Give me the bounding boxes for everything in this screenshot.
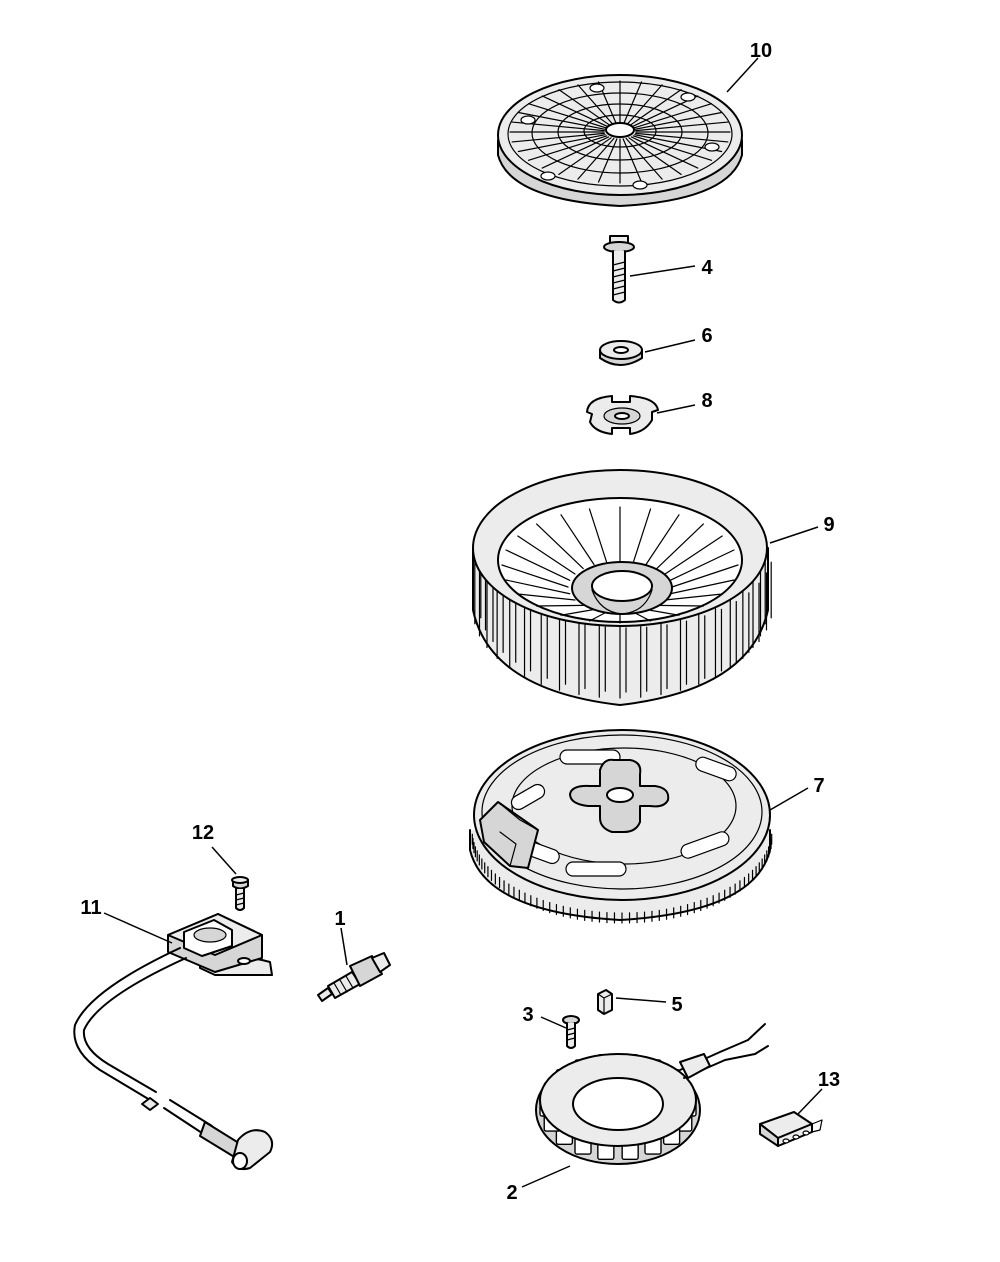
- part-7-flywheel-ring-gear[interactable]: [469, 729, 773, 924]
- leader-4: [629, 265, 696, 277]
- leader-10: [726, 57, 759, 93]
- callout-11: 11: [80, 897, 101, 919]
- callout-7: 7: [813, 775, 824, 797]
- part-4-flange-bolt[interactable]: [603, 235, 635, 304]
- callout-9: 9: [823, 514, 834, 536]
- leader-13: [797, 1088, 823, 1115]
- callout-13: 13: [818, 1069, 840, 1091]
- part-11-ignition-module[interactable]: [73, 913, 274, 1171]
- callout-4: 4: [701, 257, 713, 279]
- callout-6: 6: [701, 325, 712, 347]
- part-12-screw[interactable]: [231, 876, 249, 911]
- leader-12: [211, 846, 237, 875]
- leader-5: [615, 997, 667, 1003]
- part-3-stator-screw[interactable]: [562, 1015, 580, 1049]
- leader-7: [769, 787, 809, 811]
- part-2-stator[interactable]: [535, 1023, 769, 1165]
- leader-8: [656, 404, 696, 414]
- part-8-retainer-plate[interactable]: [586, 395, 659, 435]
- callout-1: 1: [334, 908, 345, 930]
- leader-2: [521, 1165, 571, 1188]
- leader-3: [540, 1016, 567, 1029]
- part-10-flywheel-screen[interactable]: [497, 74, 743, 207]
- part-5-flywheel-key[interactable]: [597, 989, 613, 1015]
- callout-5: 5: [671, 994, 682, 1016]
- leader-11: [103, 912, 173, 944]
- part-6-washer[interactable]: [599, 340, 643, 366]
- callout-8: 8: [701, 390, 712, 412]
- callout-10: 10: [750, 40, 772, 62]
- leader-9: [769, 526, 819, 544]
- callout-12: 12: [192, 822, 214, 844]
- callout-3: 3: [522, 1004, 533, 1026]
- leader-1: [340, 927, 348, 966]
- callout-2: 2: [506, 1182, 517, 1204]
- leader-6: [644, 339, 696, 353]
- part-1-spark-plug[interactable]: [317, 952, 391, 1002]
- part-9-flywheel-fan[interactable]: [472, 469, 772, 706]
- part-13-connector[interactable]: [759, 1111, 823, 1147]
